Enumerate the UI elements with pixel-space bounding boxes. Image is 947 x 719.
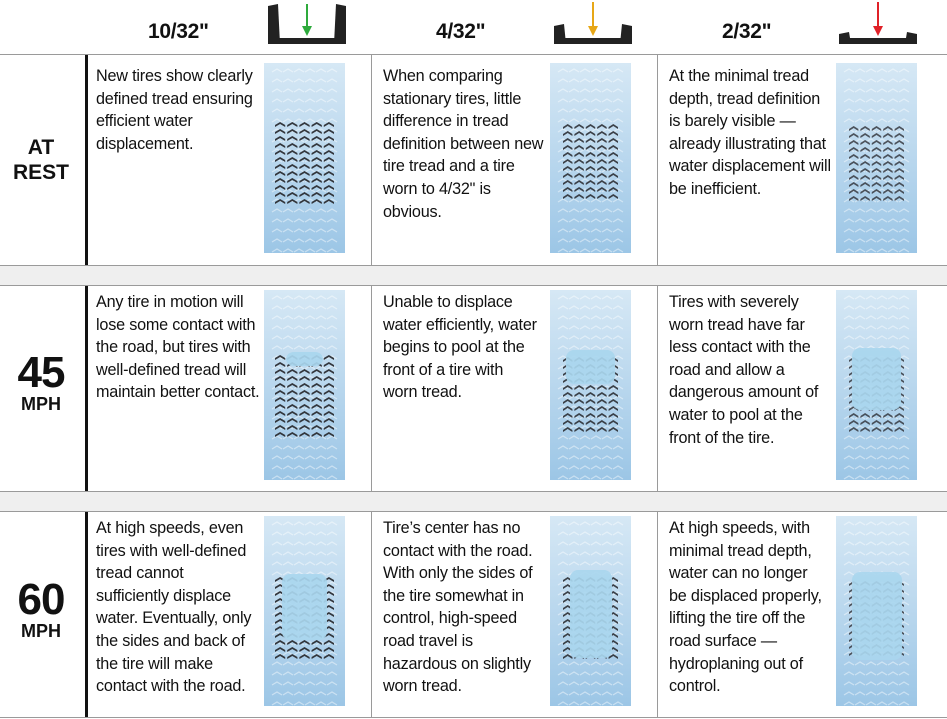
row-accent-bar (85, 55, 88, 265)
tread-depth-icon (554, 2, 632, 44)
speed-unit: MPH (21, 394, 61, 414)
tire-footprint-image (550, 516, 631, 706)
column-divider (657, 55, 658, 265)
row-divider (0, 285, 947, 286)
row-accent-bar (85, 286, 88, 491)
cell-description: Tires with severely worn tread have far … (669, 293, 819, 447)
cell-description: Any tire in motion will lose some contac… (96, 293, 260, 402)
contact-patch (275, 122, 334, 204)
speed-unit: MPH (21, 621, 61, 641)
row-separator-band (0, 491, 947, 511)
depth-label: 4/32" (436, 20, 486, 43)
cell-description: Tire’s center has no contact with the ro… (383, 519, 533, 696)
tire-footprint-image (550, 290, 631, 480)
contact-patch (275, 355, 334, 437)
row-label-line: AT (27, 136, 55, 159)
cell-description: At the minimal tread depth, tread defini… (669, 67, 831, 198)
depth-label: 2/32" (722, 20, 772, 43)
row-divider (0, 491, 947, 492)
row-label-at-rest: AT REST (0, 135, 82, 185)
cell-description: When comparing stationary tires, little … (383, 67, 544, 221)
tire-footprint-image (264, 516, 345, 706)
row-label-line: REST (12, 161, 69, 184)
cell-description: At high speeds, even tires with well-def… (96, 519, 252, 696)
tire-footprint-image (550, 63, 631, 253)
row-separator-band (0, 265, 947, 285)
column-divider (371, 512, 372, 717)
tread-depth-icon (839, 2, 917, 44)
contact-patch (563, 124, 618, 199)
column-divider (371, 55, 372, 265)
row-divider (0, 511, 947, 512)
speed-number: 45 (17, 348, 66, 397)
row-label-45-mph: 45 MPH (0, 348, 82, 414)
column-divider (657, 512, 658, 717)
cell-description: Unable to displace water efficiently, wa… (383, 293, 537, 402)
row-divider (0, 54, 947, 55)
column-divider (371, 286, 372, 491)
row-label-60-mph: 60 MPH (0, 575, 82, 641)
row-divider (0, 265, 947, 266)
tire-footprint-image (836, 516, 917, 706)
column-divider (657, 286, 658, 491)
tire-footprint-image (836, 63, 917, 253)
cell-description: New tires show clearly defined tread ens… (96, 67, 253, 153)
cell-description: At high speeds, with minimal tread depth… (669, 519, 822, 696)
row-accent-bar (85, 512, 88, 717)
tire-footprint-image (836, 290, 917, 480)
tire-footprint-image (264, 290, 345, 480)
tread-depth-icon (268, 4, 346, 44)
tire-footprint-image (264, 63, 345, 253)
row-divider (0, 717, 947, 718)
depth-label: 10/32" (148, 20, 209, 43)
contact-patch (849, 126, 904, 201)
speed-number: 60 (17, 575, 66, 624)
